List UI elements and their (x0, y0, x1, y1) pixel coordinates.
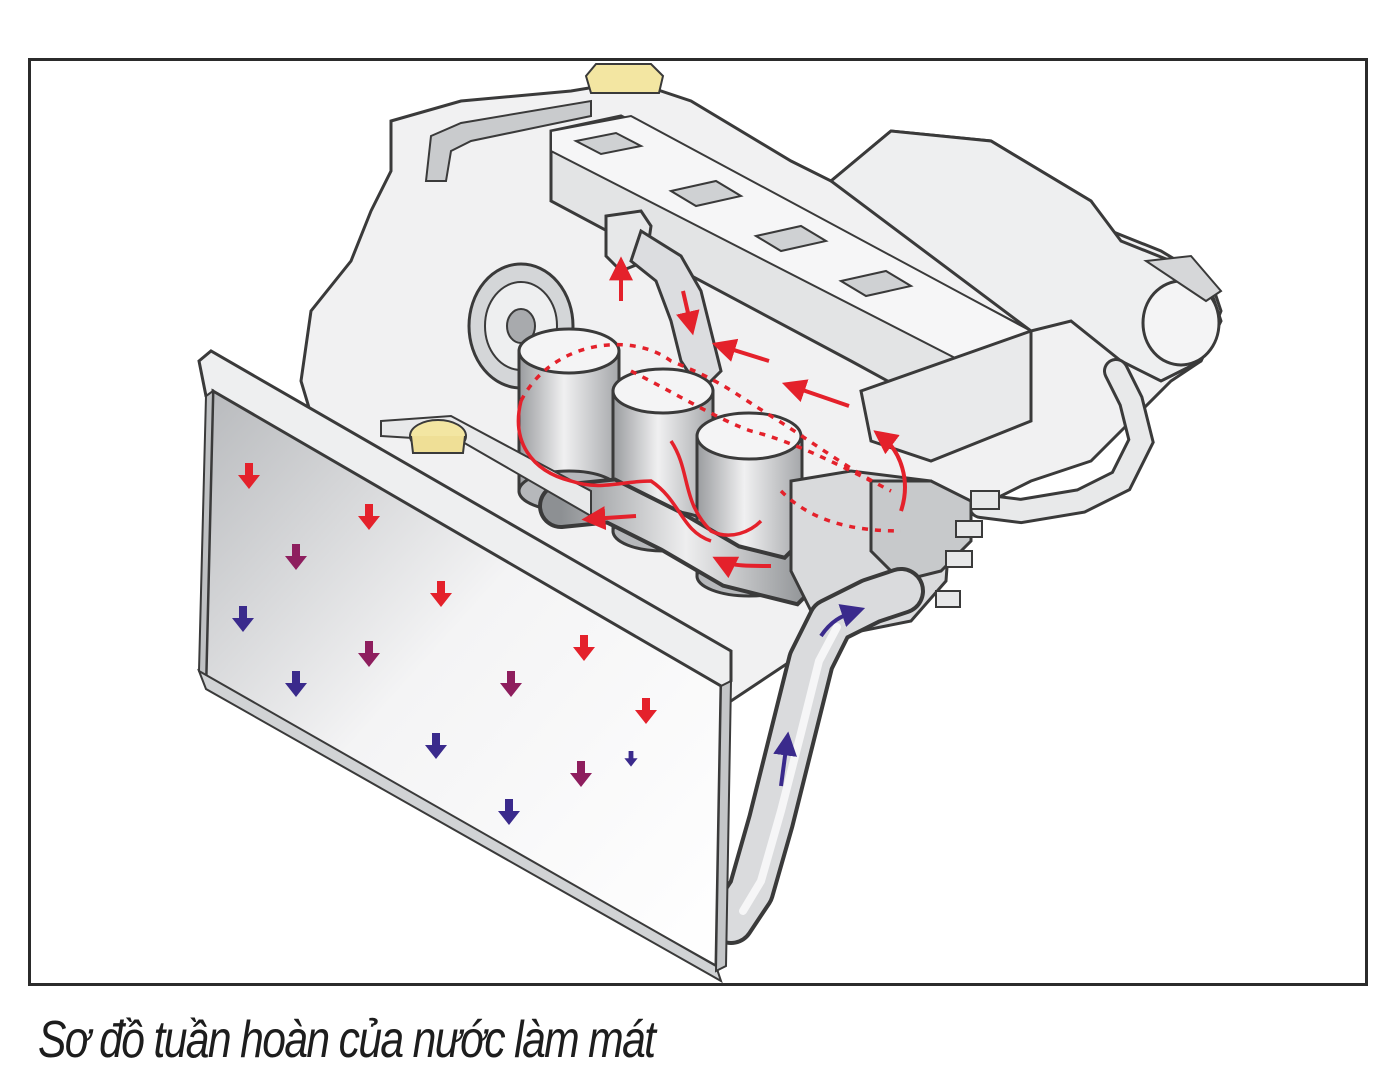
diagram-caption: Sơ đồ tuần hoàn của nước làm mát (38, 1011, 656, 1069)
arrow-down-blue-icon (624, 751, 638, 767)
pump-flow-arrows (773, 604, 866, 787)
flow-arrow-pump-up (873, 430, 907, 512)
arrow-down-purple-icon (358, 641, 380, 667)
thermostat-outlet (604, 209, 723, 394)
arrow-down-purple-icon (285, 544, 307, 570)
flow-arrow-outlet-down (676, 290, 700, 336)
arrow-down-red-icon (635, 698, 657, 724)
flow-arrow-head-1 (711, 338, 770, 363)
arrow-down-purple-icon (570, 761, 592, 787)
heater-hose (968, 358, 1155, 525)
flow-arrow-head-2 (781, 379, 850, 408)
arrow-down-red-icon (430, 581, 452, 607)
engine-flow-arrows (581, 256, 907, 579)
diagram-frame (28, 58, 1368, 986)
flow-arrow-gallery-2 (712, 556, 772, 579)
arrow-down-red-icon (573, 635, 595, 661)
cam-cover-windows (573, 131, 914, 298)
filler-cap-engine (584, 63, 665, 94)
arrow-curve-blue-icon (819, 604, 866, 638)
arrow-down-blue-icon (425, 733, 447, 759)
arrow-down-red-icon (358, 504, 380, 530)
arrow-down-blue-icon (232, 606, 254, 632)
cooling-system-illustration (197, 63, 1223, 983)
radiator-cap (409, 419, 467, 454)
arrow-down-purple-icon (500, 671, 522, 697)
arrow-up-blue-icon (773, 731, 797, 787)
flow-arrow-gallery-1 (581, 506, 637, 531)
arrow-down-blue-icon (498, 799, 520, 825)
arrow-down-blue-icon (285, 671, 307, 697)
radiator-coolant-arrows (232, 463, 657, 825)
arrow-down-red-icon (238, 463, 260, 489)
coolant-flow-path (516, 342, 902, 543)
radiator (197, 349, 733, 983)
